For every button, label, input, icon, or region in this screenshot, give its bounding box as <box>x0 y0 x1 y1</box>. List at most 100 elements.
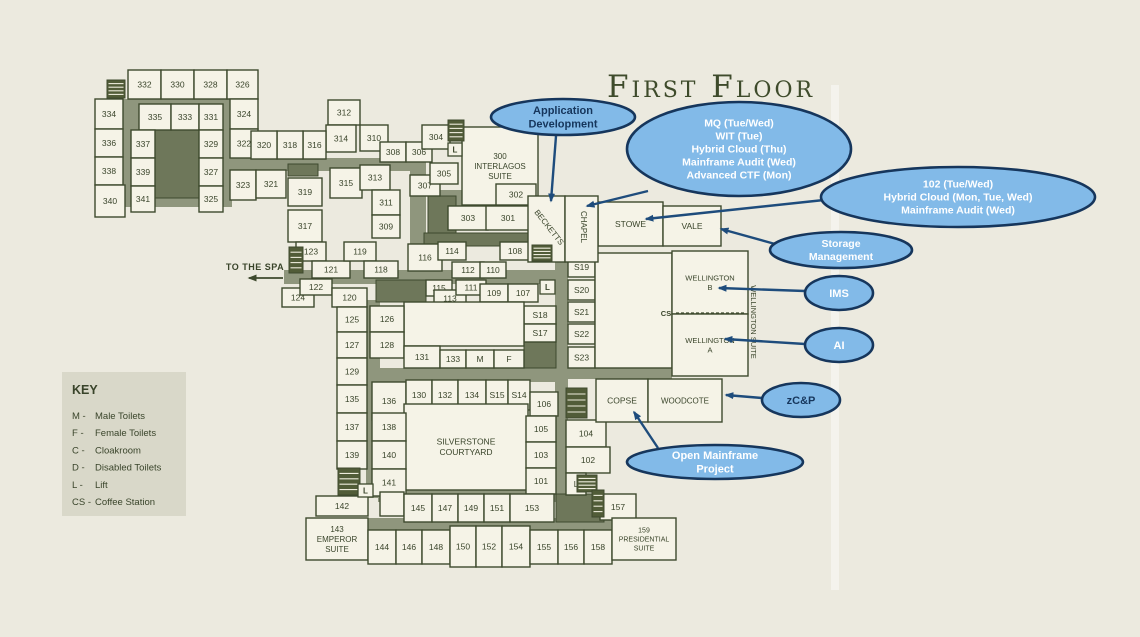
annotation-text: Project <box>696 464 734 476</box>
room-label: 326 <box>235 79 249 89</box>
room-114 <box>437 241 467 261</box>
room-label: 138 <box>382 422 396 432</box>
room-label: 306 <box>412 147 426 157</box>
lift-label: L <box>453 145 458 154</box>
room-label: 327 <box>204 167 218 177</box>
room-label: 322 <box>237 138 251 148</box>
room-label: 307 <box>418 180 432 190</box>
lift-label: L <box>363 486 368 495</box>
stairs-icon <box>576 474 598 493</box>
room-321 <box>255 169 287 199</box>
room-label: 109 <box>487 288 501 298</box>
room-label: 335 <box>148 112 162 122</box>
room-label: 140 <box>382 450 396 460</box>
room-label: B <box>707 283 712 292</box>
annotation-bubble-zcp: zC&P <box>760 381 842 419</box>
room-label: 304 <box>429 132 443 142</box>
room-label: S18 <box>532 310 547 320</box>
service-area <box>287 163 319 177</box>
room-label: 157 <box>611 502 625 512</box>
room-label: INTERLAGOS <box>474 162 526 171</box>
room-label: S15 <box>489 390 504 400</box>
room-label: 132 <box>438 390 452 400</box>
room-317 <box>287 209 323 243</box>
room-label: 130 <box>412 390 426 400</box>
room-label: PRESIDENTIAL <box>619 536 670 543</box>
room-label: S23 <box>574 352 589 362</box>
room-label: 324 <box>237 109 251 119</box>
room-339 <box>130 157 156 187</box>
room-label: 114 <box>445 246 459 256</box>
room-label: 127 <box>345 340 359 350</box>
room-label: COPSE <box>607 395 637 405</box>
room-label: 152 <box>482 541 496 551</box>
room-unlabeled <box>403 301 525 347</box>
room-340 <box>94 184 126 218</box>
annotation-text: Storage <box>821 238 860 250</box>
key-entry-code: D - <box>72 463 85 474</box>
room-wellington-a <box>671 313 749 377</box>
room-vale <box>662 205 722 247</box>
room-label: 321 <box>264 179 278 189</box>
room-label: 136 <box>382 396 396 406</box>
room-309 <box>371 214 401 239</box>
room-126 <box>369 305 405 333</box>
room-326 <box>226 69 259 100</box>
annotation-bubble-ai: AI <box>803 326 875 364</box>
room-label: 103 <box>534 450 548 460</box>
annotation-text: Advanced CTF (Mon) <box>687 170 792 182</box>
key-entry-label: Coffee Station <box>95 497 155 508</box>
room-label: 148 <box>429 542 443 552</box>
room-unlabeled <box>379 491 405 517</box>
room-label: 139 <box>345 450 359 460</box>
room-153 <box>509 493 555 523</box>
room-147 <box>431 493 459 523</box>
room-label: 119 <box>353 246 367 256</box>
room-338 <box>94 156 124 186</box>
room-label: 300 <box>493 152 507 161</box>
room-label: 141 <box>382 477 396 487</box>
spa-label: TO THE SPA <box>226 262 284 272</box>
room-label: COURTYARD <box>439 447 492 457</box>
room-label: 334 <box>102 109 116 119</box>
annotation-text: Application <box>533 105 593 117</box>
room-label: 118 <box>374 264 388 274</box>
annotation-text: WIT (Tue) <box>715 131 762 143</box>
room-F <box>493 349 525 369</box>
annotation-text: AI <box>834 340 845 352</box>
annotation-arrow-application-development <box>548 135 558 203</box>
room-label: 159 <box>638 527 650 534</box>
room-label-rotated: CHAPEL <box>579 211 588 244</box>
room-312 <box>327 99 361 126</box>
room-label: S19 <box>574 262 589 272</box>
room-label: 121 <box>324 264 338 274</box>
spa-direction: TO THE SPA <box>226 262 284 282</box>
room-301 <box>485 205 531 231</box>
stairs-icon <box>337 467 361 496</box>
room-142 <box>315 495 369 517</box>
room-label: 317 <box>298 221 312 231</box>
stairs-icon <box>447 119 465 142</box>
annotation-text: 102 (Tue/Wed) <box>923 179 993 191</box>
room-label: 122 <box>309 282 323 292</box>
room-303 <box>447 205 489 231</box>
annotation-bubble-mq-schedule: MQ (Tue/Wed)WIT (Tue)Hybrid Cloud (Thu)M… <box>625 100 853 198</box>
annotation-text: Mainframe Audit (Wed) <box>901 205 1015 217</box>
room-313 <box>359 164 391 191</box>
room-310 <box>359 124 389 152</box>
room-335 <box>138 103 172 131</box>
stairs-icon <box>591 489 605 518</box>
room-woodcote <box>647 378 723 423</box>
room-label: F <box>506 354 511 364</box>
room-label: 155 <box>537 542 551 552</box>
room-146 <box>395 529 423 565</box>
room-label: 142 <box>335 501 349 511</box>
room-label: 105 <box>534 424 548 434</box>
key-legend-box <box>62 372 186 516</box>
annotation-text: Mainframe Audit (Wed) <box>682 157 796 169</box>
room-119 <box>343 241 377 262</box>
key-entry-label: Disabled Toilets <box>95 463 162 474</box>
annotation-arrow-mq-schedule <box>585 189 649 208</box>
room-label: 302 <box>509 189 523 199</box>
